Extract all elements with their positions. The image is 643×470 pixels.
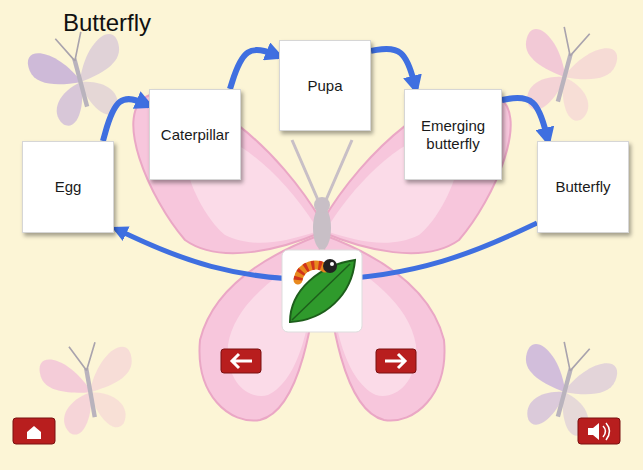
back-button <box>221 349 261 373</box>
stage-box: Pupa <box>279 40 371 131</box>
stage-box: Caterpillar <box>149 89 241 180</box>
diagram-title: Butterfly <box>63 9 151 37</box>
stage-label: Butterfly <box>549 178 616 195</box>
stage-label: Emerging butterfly <box>405 117 501 152</box>
small-butterfly <box>23 23 135 132</box>
cycle-arrow <box>502 98 548 141</box>
stage-label: Egg <box>49 178 88 195</box>
cycle-arrow <box>103 99 149 141</box>
forward-button <box>376 349 416 373</box>
cycle-arrow <box>371 49 416 89</box>
stage-box: Egg <box>22 141 114 233</box>
stage-label: Pupa <box>301 77 348 94</box>
home-button <box>13 418 55 444</box>
stage-box: Butterfly <box>537 141 629 233</box>
cycle-arrow <box>230 50 279 89</box>
stage-label: Caterpillar <box>155 126 235 143</box>
stage-box: Emerging butterfly <box>404 89 502 180</box>
small-butterfly <box>509 18 621 127</box>
sound-button <box>578 418 620 444</box>
